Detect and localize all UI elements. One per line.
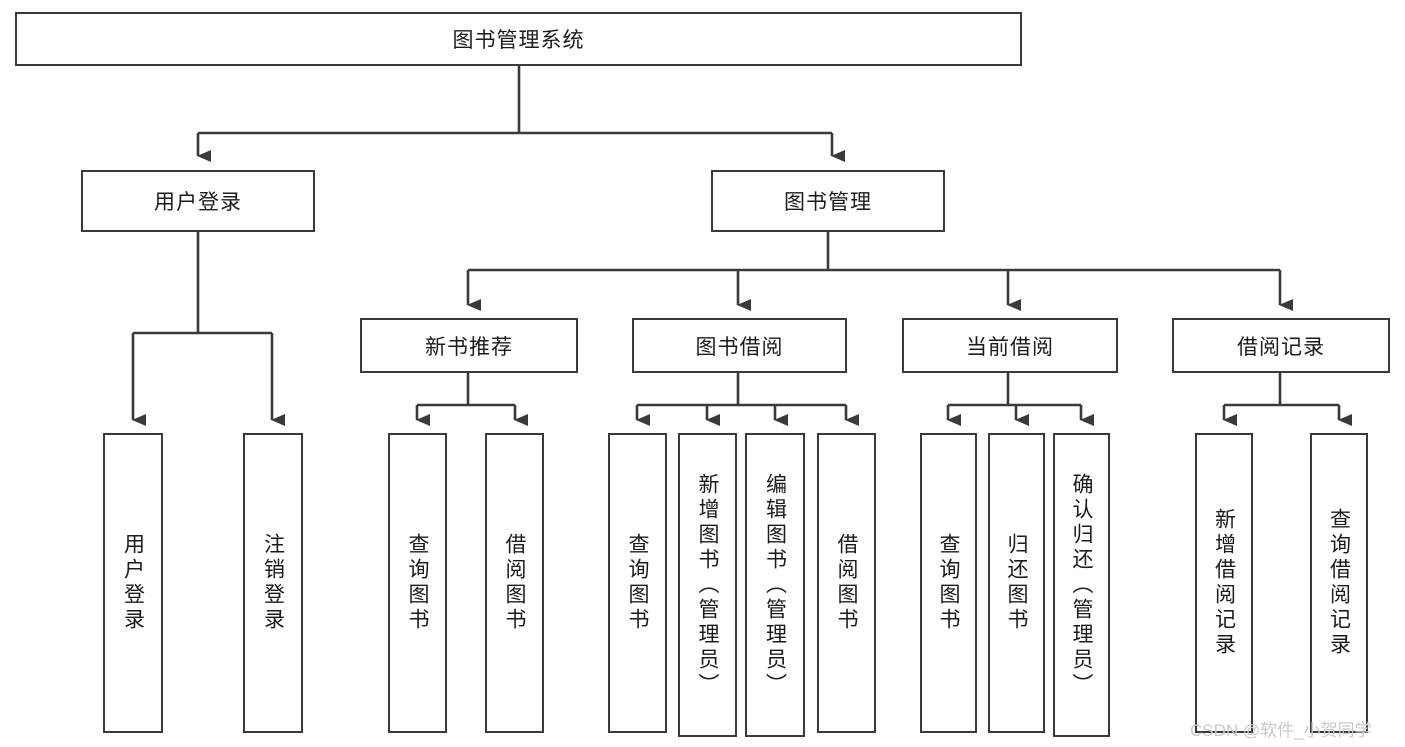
leaf-borrow-query-books[interactable]: 查询图书 <box>608 433 667 733</box>
csdn-watermark: CSDN @软件_小贺同学 <box>1190 721 1372 740</box>
node-root-library-management-system[interactable]: 图书管理系统 <box>15 12 1022 66</box>
leaf-current-query-books[interactable]: 查询图书 <box>920 433 977 733</box>
node-label: 新增图书（管理员） <box>696 472 719 698</box>
node-label: 图书借阅 <box>695 335 784 359</box>
leaf-user-login-login[interactable]: 用户登录 <box>103 433 163 733</box>
leaf-borrow-edit-book-admin[interactable]: 编辑图书（管理员） <box>745 433 805 737</box>
node-current-borrowing[interactable]: 当前借阅 <box>902 318 1118 373</box>
node-label: 借阅记录 <box>1237 335 1325 359</box>
node-label: 图书管理 <box>784 191 872 214</box>
leaf-current-return-books[interactable]: 归还图书 <box>988 433 1045 733</box>
node-user-login[interactable]: 用户登录 <box>81 170 315 232</box>
leaf-borrow-borrow-books[interactable]: 借阅图书 <box>817 433 876 733</box>
node-label: 新书推荐 <box>425 335 513 359</box>
leaf-current-confirm-return-admin[interactable]: 确认归还（管理员） <box>1053 433 1110 737</box>
node-label: 归还图书 <box>1005 533 1028 633</box>
leaf-new-book-query-books[interactable]: 查询图书 <box>388 433 447 733</box>
leaf-record-add-borrow-record[interactable]: 新增借阅记录 <box>1195 433 1253 733</box>
node-book-management[interactable]: 图书管理 <box>711 170 945 232</box>
leaf-user-login-logout[interactable]: 注销登录 <box>243 433 303 733</box>
leaf-record-query-borrow-record[interactable]: 查询借阅记录 <box>1310 433 1368 733</box>
node-label: 注销登录 <box>261 533 285 633</box>
node-new-book-recommendation[interactable]: 新书推荐 <box>360 318 578 373</box>
node-label: 查询图书 <box>406 533 429 633</box>
leaf-new-book-borrow-books[interactable]: 借阅图书 <box>485 433 544 733</box>
node-label: 借阅图书 <box>835 533 858 633</box>
node-label: 用户登录 <box>121 533 145 633</box>
node-label: 图书管理系统 <box>452 29 585 52</box>
node-label: 查询图书 <box>937 533 960 633</box>
node-label: 查询借阅记录 <box>1327 508 1351 658</box>
node-label: 新增借阅记录 <box>1212 508 1236 658</box>
node-label: 用户登录 <box>154 191 242 214</box>
node-label: 确认归还（管理员） <box>1070 472 1093 698</box>
node-book-borrowing[interactable]: 图书借阅 <box>632 318 847 373</box>
node-label: 编辑图书（管理员） <box>763 472 787 698</box>
node-label: 查询图书 <box>626 533 649 633</box>
node-label: 当前借阅 <box>966 335 1054 359</box>
node-label: 借阅图书 <box>503 533 526 633</box>
node-borrowing-records[interactable]: 借阅记录 <box>1172 318 1390 373</box>
leaf-borrow-add-book-admin[interactable]: 新增图书（管理员） <box>678 433 737 737</box>
